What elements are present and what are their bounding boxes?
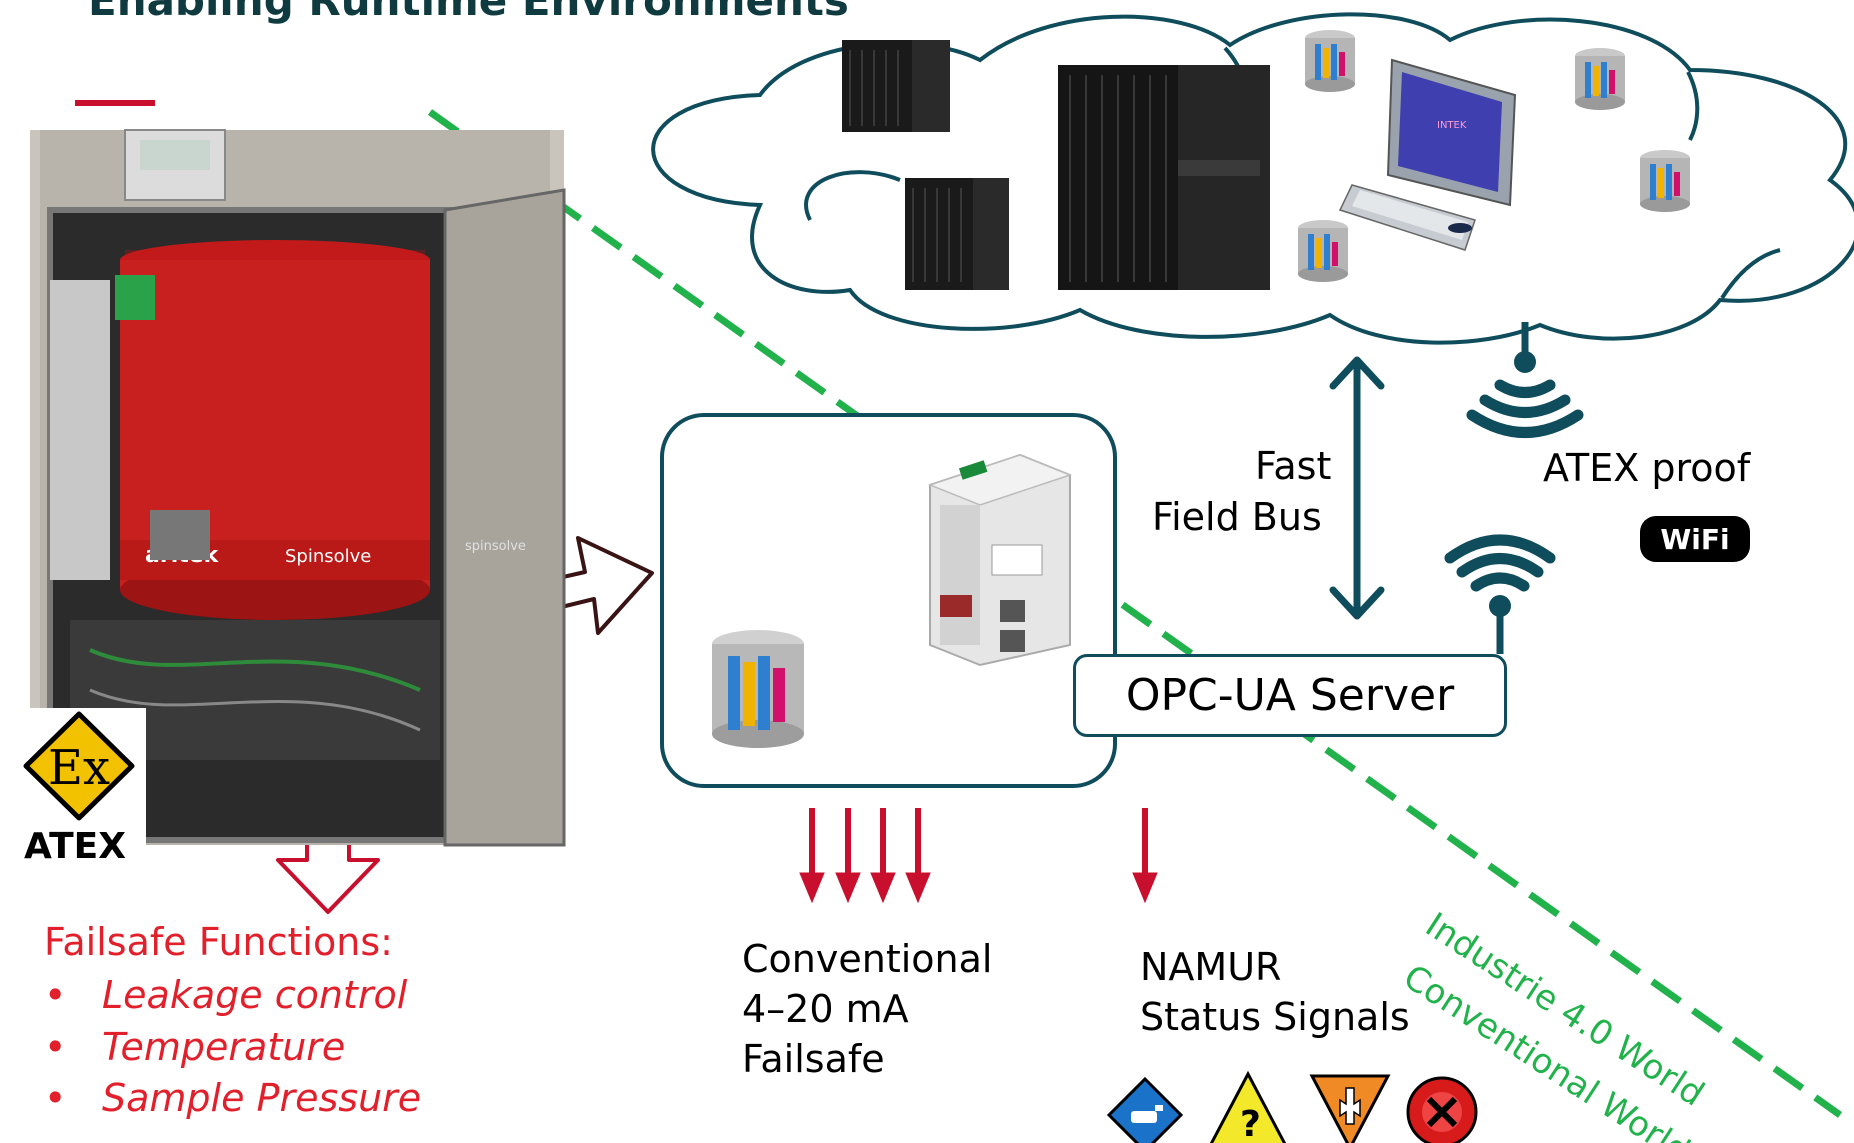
bullet: •: [44, 973, 67, 1017]
cloud-inner-arc: [804, 170, 901, 221]
plc-controller-icon: [927, 453, 1073, 667]
failsafe-item: • Temperature: [44, 1025, 345, 1069]
wifi-logo: WiFi: [1640, 516, 1750, 562]
server-rack-icon: [905, 178, 1009, 290]
server-rack-icon: [842, 40, 950, 132]
bullet: •: [44, 1025, 67, 1069]
failsafe-item: • Leakage control: [44, 973, 407, 1017]
database-icon: [1305, 30, 1355, 92]
opc-ua-server-box: OPC-UA Server: [1073, 654, 1507, 737]
bullet: •: [44, 1076, 67, 1120]
failsafe-heading: Failsafe Functions:: [44, 920, 393, 964]
namur-line: Status Signals: [1140, 995, 1410, 1039]
database-icon: [1575, 48, 1625, 110]
atex-proof-label: ATEX proof: [1543, 446, 1751, 490]
namur-failure-icon: [1406, 1076, 1478, 1143]
conventional-output-label: Conventional 4–20 mA Failsafe: [742, 934, 992, 1084]
failsafe-item-label: Sample Pressure: [102, 1076, 422, 1120]
fieldbus-double-arrow: [1329, 356, 1385, 620]
failsafe-item: • Sample Pressure: [44, 1076, 421, 1120]
ex-symbol-text: Ex: [48, 740, 110, 796]
antenna-node: [1514, 351, 1536, 373]
conventional-line: Failsafe: [742, 1037, 885, 1081]
photo-label-right: Spinsolve: [285, 546, 371, 567]
conventional-line: 4–20 mA: [742, 987, 909, 1031]
database-icon: [1298, 220, 1348, 282]
failsafe-item-label: Temperature: [102, 1025, 346, 1069]
fieldbus-label-line1: Fast: [1255, 444, 1332, 488]
wifi-icon: [1466, 379, 1584, 438]
photo-label-small: spinsolve: [465, 539, 526, 554]
fieldbus-label-line2: Field Bus: [1152, 495, 1322, 539]
svg-text:?: ?: [1240, 1104, 1261, 1143]
wifi-icon: [1444, 534, 1556, 592]
computer-icon: [1338, 58, 1517, 251]
conventional-line: Conventional: [742, 937, 993, 981]
ex-atex-icon: Ex ATEX: [12, 708, 146, 867]
namur-check-icon: ?: [1209, 1070, 1287, 1143]
namur-output-arrow: [1132, 808, 1158, 904]
failsafe-item-label: Leakage control: [102, 973, 408, 1017]
server-rack-icon: [1058, 65, 1270, 290]
namur-out-of-spec-icon: [1309, 1074, 1391, 1143]
cloud-inner-arc: [1686, 71, 1700, 141]
namur-line: NAMUR: [1140, 945, 1282, 989]
page-title: Enabling Runtime Environments: [88, 0, 849, 25]
database-icon: [1640, 150, 1690, 212]
title-accent-bar: [75, 100, 155, 106]
cloud-inner-arc: [1720, 248, 1781, 300]
database-icon: [712, 630, 804, 748]
monitor-text: INTEK: [1437, 120, 1467, 131]
atex-label: ATEX: [24, 826, 126, 867]
world-divider-line: [427, 109, 1843, 1118]
antenna-node: [1489, 595, 1511, 617]
namur-maintenance-icon: [1106, 1076, 1184, 1143]
namur-label: NAMUR Status Signals: [1140, 942, 1410, 1042]
conventional-output-arrows: [799, 808, 931, 904]
